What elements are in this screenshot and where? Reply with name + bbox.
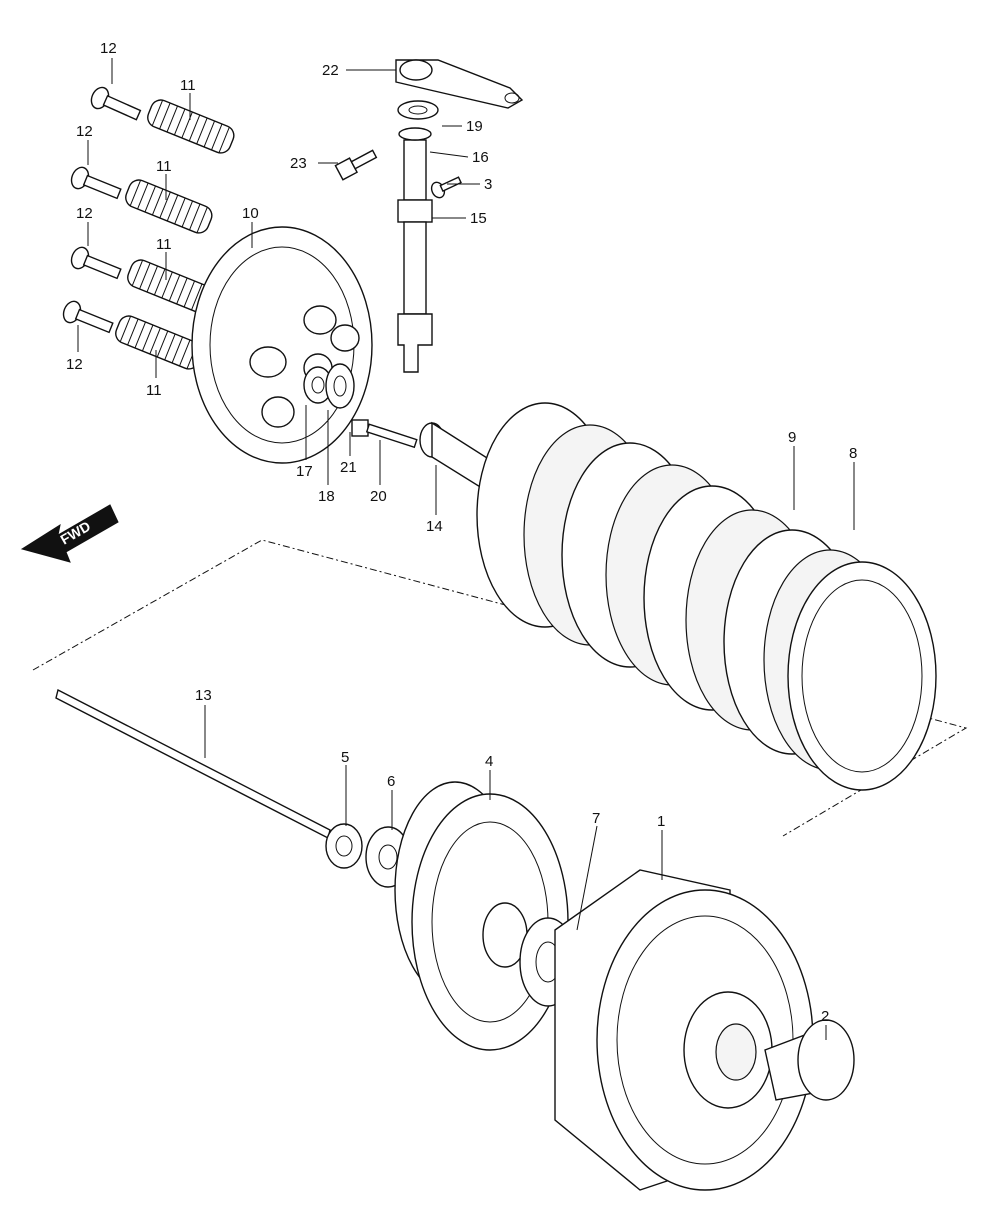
callout-8: 8 [849,445,857,462]
callout-6: 6 [387,773,395,790]
bolt-20 [365,423,418,449]
bolt-23 [334,149,378,181]
bolt-12-group [62,86,142,334]
o-ring-16 [398,127,432,141]
callout-20: 20 [370,488,387,505]
pressure-plate-10 [191,226,373,464]
callout-11d: 11 [146,382,162,399]
callout-labels: 12 11 12 11 12 11 12 11 10 22 19 16 15 3… [66,40,857,1025]
callout-10: 10 [242,205,259,222]
clutch-plates-8-9 [476,402,937,791]
clutch-housing-1 [554,869,814,1191]
callout-5: 5 [341,749,349,766]
bolt-3 [430,176,462,199]
callout-2: 2 [821,1008,829,1025]
callout-12c: 12 [76,205,93,222]
callout-19: 19 [466,118,483,135]
lever-arm-22 [395,59,524,109]
callout-1: 1 [657,813,665,830]
callout-12a: 12 [100,40,117,57]
callout-13: 13 [195,687,212,704]
clutch-center-4 [394,781,569,1051]
callout-18: 18 [318,488,335,505]
washer-19 [397,100,439,120]
collar-2 [764,1019,855,1101]
callout-14: 14 [426,518,443,535]
callout-23: 23 [290,155,307,172]
callout-16: 16 [472,149,489,166]
callout-7: 7 [592,810,600,827]
spring-11-group [115,99,235,370]
callout-11a: 11 [180,77,196,94]
callout-17: 17 [296,463,313,480]
callout-3: 3 [484,176,492,193]
nut-5 [325,823,363,869]
washer-18 [325,363,355,409]
fwd-arrow-icon: FWD [20,504,119,563]
callout-22: 22 [322,62,339,79]
nut-21 [351,419,369,437]
callout-21: 21 [340,459,357,476]
callout-12d: 12 [66,356,83,373]
callout-12b: 12 [76,123,93,140]
callout-15: 15 [470,210,487,227]
callout-11b: 11 [156,158,172,175]
lifter-shaft-15 [397,139,433,373]
callout-9: 9 [788,429,796,446]
leader-lines [77,58,855,1040]
push-rod-13 [55,688,331,840]
callout-11c: 11 [156,236,172,253]
callout-4: 4 [485,753,493,770]
